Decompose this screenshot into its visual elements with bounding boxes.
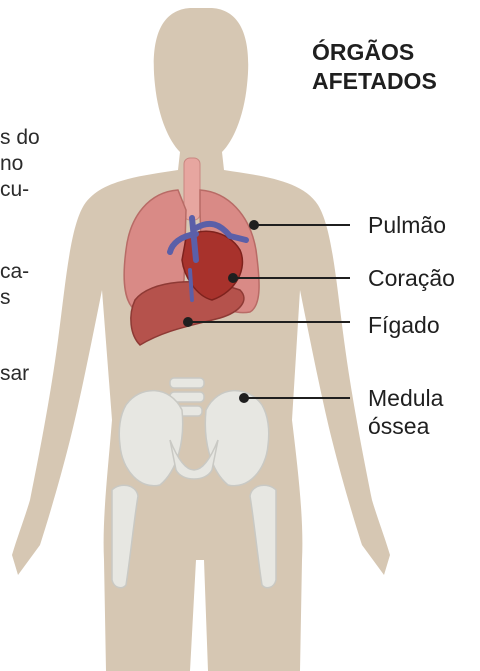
diagram-title: ÓRGÃOS AFETADOS bbox=[312, 38, 437, 96]
label-medula: Medula óssea bbox=[368, 384, 443, 440]
side-text-1: s do bbox=[0, 126, 40, 150]
side-text-2: no bbox=[0, 152, 23, 176]
title-line-1: ÓRGÃOS bbox=[312, 38, 437, 67]
side-text-4: ca- bbox=[0, 260, 29, 284]
side-text-5: s bbox=[0, 286, 11, 310]
title-line-2: AFETADOS bbox=[312, 67, 437, 96]
label-coracao: Coração bbox=[368, 264, 455, 292]
side-text-6: sar bbox=[0, 362, 29, 386]
side-text-3: cu- bbox=[0, 178, 29, 202]
label-figado: Fígado bbox=[368, 311, 440, 339]
body-silhouette bbox=[12, 8, 390, 671]
label-pulmao: Pulmão bbox=[368, 211, 446, 239]
label-medula-line-2: óssea bbox=[368, 412, 443, 440]
vessel-branch bbox=[190, 270, 192, 300]
label-medula-line-1: Medula bbox=[368, 384, 443, 412]
